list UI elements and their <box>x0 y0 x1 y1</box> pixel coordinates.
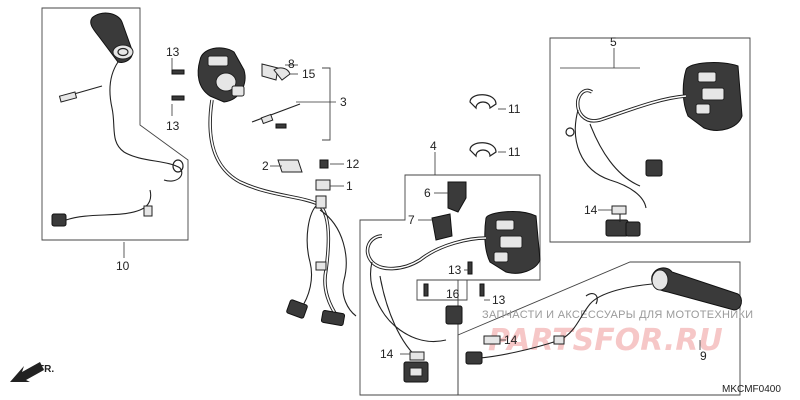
callout-16: 16 <box>446 287 460 301</box>
front-direction-label: FR. <box>38 364 54 375</box>
callout-10: 10 <box>116 259 130 273</box>
callout-15: 15 <box>302 67 316 81</box>
frame-bracket-3-8-15 <box>322 67 331 141</box>
leader-lines <box>123 48 701 355</box>
left-grip-assembly <box>51 12 184 227</box>
frame-box-16 <box>416 279 468 301</box>
left-switch-assembly <box>197 47 357 327</box>
callout-7: 7 <box>408 213 415 227</box>
clamp-parts-11 <box>469 94 497 158</box>
callout-9: 9 <box>700 349 707 363</box>
frame-left-grip <box>41 7 189 241</box>
diagram-code: MKCMF0400 <box>722 384 781 395</box>
callout-13: 13 <box>448 263 462 277</box>
callout-14: 14 <box>504 333 518 347</box>
callout-13: 13 <box>166 119 180 133</box>
callout-14: 14 <box>380 347 394 361</box>
callout-3: 3 <box>340 95 347 109</box>
callout-14: 14 <box>584 203 598 217</box>
callout-13: 13 <box>166 45 180 59</box>
right-grip-assembly <box>465 267 742 365</box>
callout-5: 5 <box>610 35 617 49</box>
callout-8: 8 <box>288 57 295 71</box>
watermark-logo: PARTSFOR.RU <box>488 323 723 358</box>
fasteners-left <box>171 63 331 191</box>
right-switch-assembly <box>565 62 743 237</box>
callout-1: 1 <box>346 179 353 193</box>
frame-right-switch <box>549 37 751 243</box>
callout-12: 12 <box>346 157 360 171</box>
frame-right-grip <box>457 261 741 396</box>
callout-11: 11 <box>508 145 521 159</box>
watermark-caption: ЗАПЧАСТИ И АКСЕССУАРЫ ДЛЯ МОТОТЕХНИКИ <box>482 309 753 321</box>
callouts: 13 13 8 15 3 2 12 1 11 11 4 6 7 13 16 13… <box>116 35 707 363</box>
callout-6: 6 <box>424 186 431 200</box>
front-direction-arrow: FR. <box>10 362 54 382</box>
callout-11: 11 <box>508 102 521 116</box>
callout-13: 13 <box>492 293 506 307</box>
callout-4: 4 <box>430 139 437 153</box>
center-switch-assembly <box>365 181 541 383</box>
callout-2: 2 <box>262 159 269 173</box>
